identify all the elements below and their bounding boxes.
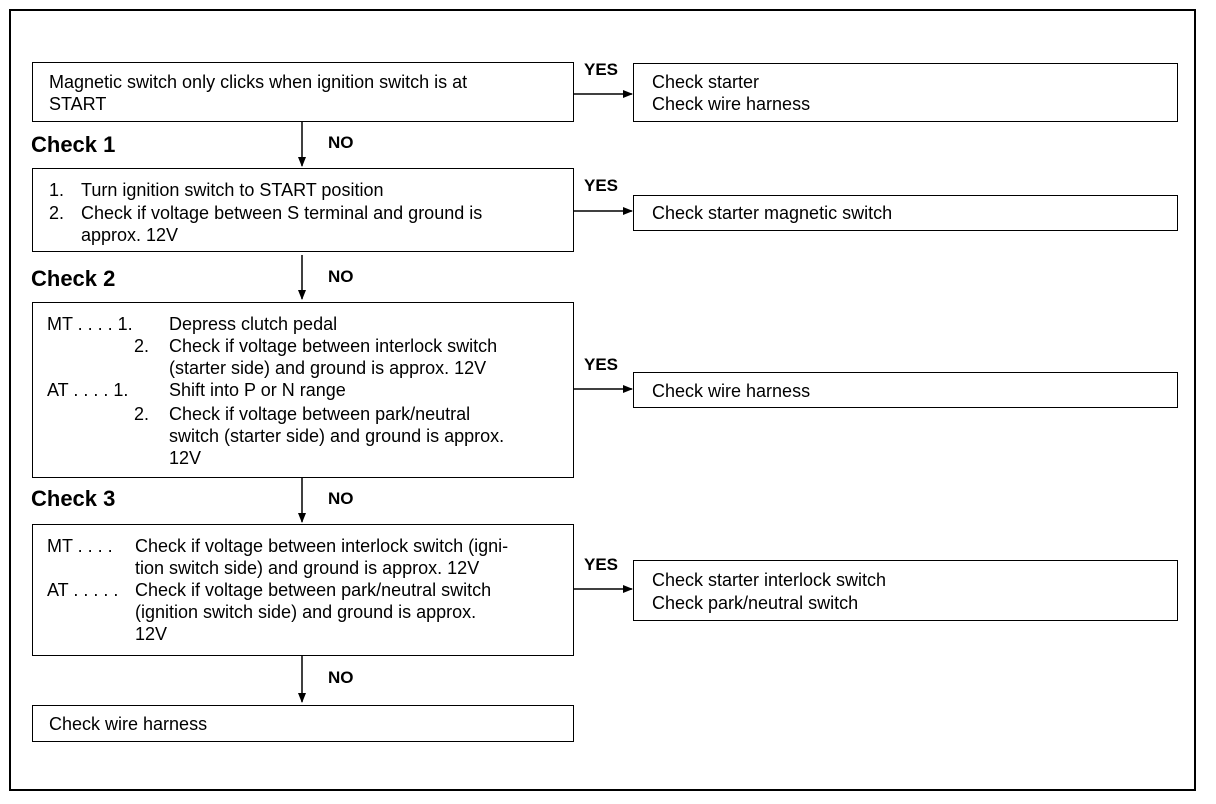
no-label-1: NO — [328, 267, 354, 286]
final-result-text: Check wire harness — [49, 714, 208, 734]
check-1-step-2-line-1: Check if voltage between S terminal and … — [81, 203, 483, 223]
check-2-box: MT . . . . 1. Depress clutch pedal 2. Ch… — [32, 302, 574, 478]
check-2-mt-prefix: MT . . . . 1. — [47, 314, 133, 334]
result-2-line-1: Check wire harness — [652, 381, 811, 401]
check-3-at-prefix: AT . . . . . — [47, 580, 119, 600]
check-2-at-step-1: Shift into P or N range — [169, 380, 346, 400]
diagram-frame — [9, 9, 1196, 791]
check-2-at-step-2-line-1: Check if voltage between park/neutral — [169, 404, 471, 424]
result-box-2: Check wire harness — [633, 372, 1178, 408]
result-0-line-1: Check starter — [652, 72, 760, 92]
check-2-title: Check 2 — [31, 266, 116, 291]
yes-label-1: YES — [584, 176, 619, 195]
check-1-title: Check 1 — [31, 132, 116, 157]
check-1-step-2-num: 2. — [49, 203, 65, 223]
check-1-step-1-num: 1. — [49, 180, 65, 200]
check-2-at-step-2-line-3: 12V — [169, 448, 202, 468]
check-3-mt-line-1: Check if voltage between interlock switc… — [135, 536, 509, 556]
check-1-box: 1. Turn ignition switch to START positio… — [32, 168, 574, 252]
start-question-line-1: Magnetic switch only clicks when ignitio… — [49, 72, 468, 92]
result-box-0: Check starter Check wire harness — [633, 63, 1178, 122]
check-2-mt-step-1: Depress clutch pedal — [169, 314, 338, 334]
yes-label-2: YES — [584, 355, 619, 374]
result-0-line-2: Check wire harness — [652, 94, 811, 114]
check-3-at-line-1: Check if voltage between park/neutral sw… — [135, 580, 492, 600]
result-box-1: Check starter magnetic switch — [633, 195, 1178, 231]
check-3-at-line-2: (ignition switch side) and ground is app… — [135, 602, 477, 622]
check-2-at-prefix: AT . . . . 1. — [47, 380, 129, 400]
no-label-0: NO — [328, 133, 354, 152]
result-1-line-1: Check starter magnetic switch — [652, 203, 893, 223]
yes-label-0: YES — [584, 60, 619, 79]
check-3-at-line-3: 12V — [135, 624, 168, 644]
check-1-step-2-line-2: approx. 12V — [81, 225, 179, 245]
no-label-2: NO — [328, 489, 354, 508]
check-3-title: Check 3 — [31, 486, 116, 511]
check-1-step-1: Turn ignition switch to START position — [81, 180, 384, 200]
check-3-mt-line-2: tion switch side) and ground is approx. … — [135, 558, 480, 578]
check-3-box: MT . . . . Check if voltage between inte… — [32, 524, 574, 656]
check-2-mt-step-2-line-1: Check if voltage between interlock switc… — [169, 336, 498, 356]
check-3-mt-prefix: MT . . . . — [47, 536, 113, 556]
check-2-at-step-2-num: 2. — [134, 404, 150, 424]
check-2-at-step-2-line-2: switch (starter side) and ground is appr… — [169, 426, 505, 446]
no-label-3: NO — [328, 668, 354, 687]
start-question-line-2: START — [49, 94, 107, 114]
check-2-mt-step-2-line-2: (starter side) and ground is approx. 12V — [169, 358, 487, 378]
final-result-box: Check wire harness — [32, 705, 574, 742]
result-box-3: Check starter interlock switch Check par… — [633, 560, 1178, 621]
result-3-line-1: Check starter interlock switch — [652, 570, 887, 590]
yes-label-3: YES — [584, 555, 619, 574]
check-2-mt-step-2-num: 2. — [134, 336, 150, 356]
start-question-box: Magnetic switch only clicks when ignitio… — [32, 62, 574, 122]
result-3-line-2: Check park/neutral switch — [652, 593, 859, 613]
